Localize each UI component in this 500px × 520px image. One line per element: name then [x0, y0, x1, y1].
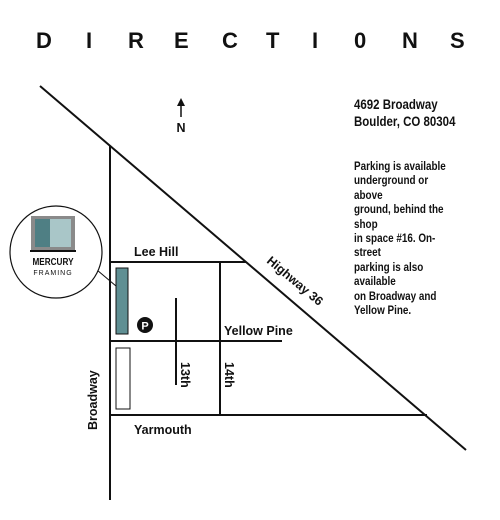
broadway-label: Broadway [86, 370, 100, 430]
13th-label: 13th [178, 362, 192, 388]
parking-line: Parking is available [354, 161, 446, 173]
yellow-pine-label: Yellow Pine [224, 324, 293, 338]
yarmouth-label: Yarmouth [134, 423, 192, 437]
14th-label: 14th [222, 362, 236, 388]
parking-note: Parking is available underground or abov… [354, 160, 455, 318]
neighbor-building [115, 347, 131, 410]
title-letter: N [402, 28, 418, 53]
parking-marker-label: P [141, 321, 148, 333]
shop-building [115, 267, 129, 335]
north-arrow-icon [177, 98, 185, 117]
lee-hill-label: Lee Hill [134, 245, 178, 259]
title-letter: E [174, 28, 189, 53]
address-line-city: Boulder, CO 80304 [354, 113, 456, 129]
parking-line: ground, behind the shop [354, 204, 444, 231]
title-letter: I [312, 28, 319, 53]
logo-text-framing: FRAMING [33, 270, 72, 277]
parking-line: underground or above [354, 175, 429, 202]
title-letter: R [128, 28, 144, 53]
parking-line: parking is also available [354, 261, 424, 289]
title-letter: T [266, 28, 280, 53]
north-label: N [176, 121, 185, 135]
highway-36-road [39, 85, 467, 451]
logo-pointer-line [96, 269, 117, 287]
address-block: 4692 Broadway Boulder, CO 80304 [354, 96, 469, 130]
title-letter: I [86, 28, 93, 53]
parking-line: Yellow Pine. [354, 305, 412, 318]
address-line-street: 4692 Broadway [354, 96, 438, 112]
parking-line: in space #16. On-street [354, 233, 436, 260]
title-letter: 0 [354, 28, 367, 53]
title-letter: S [450, 28, 465, 53]
mercury-framing-logo: MERCURY FRAMING [30, 216, 76, 277]
logo-text-mercury: MERCURY [32, 256, 73, 267]
title-letter: C [222, 28, 238, 53]
parking-line: on Broadway and [354, 290, 437, 303]
title-letter: D [36, 28, 52, 53]
directions-title: D I R E C T I 0 N S [36, 28, 476, 58]
highway-36-label: Highway 36 [264, 254, 326, 309]
parking-marker-icon [137, 317, 153, 333]
